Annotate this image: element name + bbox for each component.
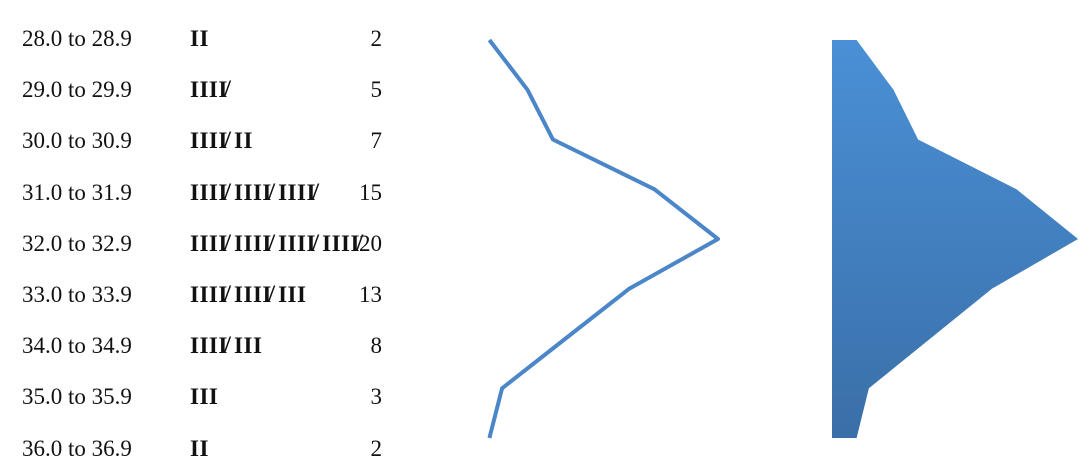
frequency-polygons xyxy=(487,38,1078,439)
frequency-value: 15 xyxy=(359,179,382,205)
tally-marks: II xyxy=(190,435,209,461)
class-range: 29.0 to 29.9 xyxy=(22,77,132,103)
class-range: 28.0 to 28.9 xyxy=(22,26,132,51)
tally-marks: II xyxy=(190,26,209,51)
class-range: 35.0 to 35.9 xyxy=(22,384,132,410)
tally-marks: III xyxy=(190,384,219,410)
frequency-value: 2 xyxy=(370,435,383,461)
table-row: 29.0 to 29.9 IIII̸ 5 xyxy=(0,70,420,110)
frequency-value: 20 xyxy=(359,230,382,256)
tally-marks: IIII̸ IIII̸ IIII̸ xyxy=(190,179,316,205)
class-range: 30.0 to 30.9 xyxy=(22,128,132,154)
table-row: 28.0 to 28.9 II 2 xyxy=(0,19,420,59)
class-range: 31.0 to 31.9 xyxy=(22,179,132,205)
class-range: 32.0 to 32.9 xyxy=(22,230,132,256)
tally-marks: IIII̸ II xyxy=(190,128,253,154)
tally-marks: IIII̸ III xyxy=(190,333,263,359)
filled-polygon-area xyxy=(832,40,1078,438)
tally-marks: IIII̸ xyxy=(190,77,228,103)
frequency-value: 8 xyxy=(370,333,383,359)
frequency-value: 5 xyxy=(370,77,383,103)
table-row: 33.0 to 33.9 IIII̸ IIII̸ III 13 xyxy=(0,275,420,315)
frequency-value: 2 xyxy=(370,26,383,51)
table-row: 31.0 to 31.9 IIII̸ IIII̸ IIII̸ 15 xyxy=(0,173,420,213)
line-frequency-polygon xyxy=(487,38,720,439)
table-row: 34.0 to 34.9 IIII̸ III 8 xyxy=(0,326,420,366)
line-polygon-path xyxy=(487,38,720,439)
class-range: 36.0 to 36.9 xyxy=(22,435,132,461)
class-range: 34.0 to 34.9 xyxy=(22,333,132,359)
class-range: 33.0 to 33.9 xyxy=(22,282,132,307)
filled-frequency-polygon xyxy=(832,40,1078,438)
tally-marks: IIII̸ IIII̸ III xyxy=(190,282,307,307)
tally-marks: IIII̸ IIII̸ IIII̸ IIII̸ xyxy=(190,230,360,256)
table-row: 36.0 to 36.9 II 2 xyxy=(0,429,420,469)
table-row: 30.0 to 30.9 IIII̸ II 7 xyxy=(0,121,420,161)
frequency-value: 3 xyxy=(370,384,383,410)
table-row: 32.0 to 32.9 IIII̸ IIII̸ IIII̸ IIII̸20 xyxy=(0,224,420,264)
frequency-value: 7 xyxy=(370,128,383,154)
table-row: 35.0 to 35.9 III 3 xyxy=(0,377,420,417)
frequency-value: 13 xyxy=(359,282,382,307)
